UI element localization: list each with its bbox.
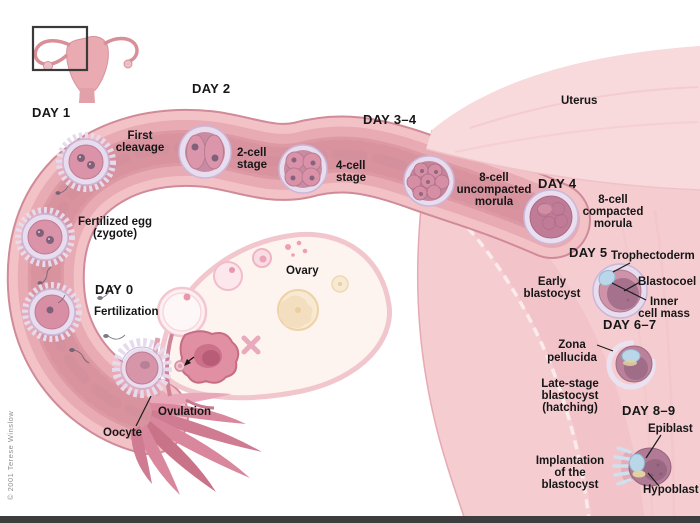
inset-right-ovary	[123, 59, 133, 69]
inset-right-tube	[103, 36, 139, 64]
endometrium-band	[472, 225, 645, 522]
label-trophectoderm: Trophectoderm	[611, 250, 695, 262]
svg-text:(zygote): (zygote)	[93, 228, 137, 240]
bottom-border-bar	[0, 516, 700, 523]
svg-text:Inner: Inner	[650, 296, 679, 308]
ruptured-follicle	[174, 330, 240, 384]
svg-text:morula: morula	[475, 196, 514, 208]
label-implantation: Implantation of the blastocyst	[536, 455, 604, 491]
ovulation-arrow-icon	[184, 356, 195, 366]
hatching-blastocyst-embryo	[606, 340, 656, 390]
copyright-text: © 2001 Terese Winslow	[6, 411, 15, 500]
svg-text:cell mass: cell mass	[638, 308, 690, 320]
svg-text:stage: stage	[237, 159, 267, 171]
trophectoderm-leader-line	[612, 262, 631, 273]
leader-lines	[135, 262, 662, 487]
label-8-cell-uncompacted-morula: 8-cell uncompacted morula	[457, 172, 532, 208]
svg-text:8-cell: 8-cell	[479, 172, 508, 184]
svg-text:blastocyst: blastocyst	[542, 390, 599, 402]
svg-text:Fertilized egg: Fertilized egg	[78, 216, 152, 228]
fertilized-egg	[15, 207, 75, 267]
inset-left-tube	[33, 39, 71, 67]
zygote-day1	[56, 132, 116, 192]
label-epiblast: Epiblast	[648, 423, 693, 435]
oocyte-leader-line	[135, 395, 152, 427]
svg-text:blastocyst: blastocyst	[542, 479, 599, 491]
label-ovulation: Ovulation	[158, 406, 211, 418]
label-ovary: Ovary	[286, 265, 319, 277]
inner-cell-mass-leader-line	[611, 282, 647, 301]
svg-text:pellucida: pellucida	[547, 352, 597, 364]
label-uterus: Uterus	[561, 95, 597, 107]
sperm-cells	[37, 185, 126, 364]
svg-text:of the: of the	[554, 467, 585, 479]
label-fertilization: Fertilization	[94, 306, 159, 318]
label-oocyte: Oocyte	[103, 427, 142, 439]
svg-text:uncompacted: uncompacted	[457, 184, 532, 196]
svg-text:Implantation: Implantation	[536, 455, 604, 467]
label-day-4: DAY 4	[538, 176, 577, 191]
label-day-8-9: DAY 8–9	[622, 403, 675, 418]
label-4-cell-stage: 4-cell stage	[336, 160, 366, 184]
label-day-5: DAY 5	[569, 245, 607, 260]
uterus-fundus	[425, 46, 700, 191]
svg-text:stage: stage	[336, 172, 366, 184]
svg-text:blastocyst: blastocyst	[524, 288, 581, 300]
label-8-cell-compacted-morula: 8-cell compacted morula	[583, 194, 644, 230]
epiblast-leader-line	[645, 434, 662, 459]
label-early-blastocyst: Early blastocyst	[524, 276, 581, 300]
svg-text:morula: morula	[594, 218, 633, 230]
inset-highlight-box	[31, 25, 89, 72]
svg-text:First: First	[128, 130, 153, 142]
endometrium-boundary-line	[466, 226, 591, 523]
two-cell-embryo	[178, 125, 232, 179]
label-blastocoel: Blastocoel	[638, 276, 696, 288]
zona-pellucida-leader-line	[596, 344, 614, 352]
svg-text:Early: Early	[538, 276, 567, 288]
hypoblast-leader-line	[647, 472, 660, 487]
uterus-overview-inset	[31, 25, 139, 103]
implanting-blastocyst-embryo	[612, 446, 672, 487]
label-zona-pellucida: Zona pellucida	[547, 339, 597, 364]
early-blastocyst-embryo	[592, 263, 648, 319]
svg-text:compacted: compacted	[583, 206, 644, 218]
label-hypoblast: Hypoblast	[643, 484, 699, 496]
label-day-6-7: DAY 6–7	[603, 317, 656, 332]
label-fertilized-egg: Fertilized egg (zygote)	[78, 216, 152, 240]
fertilization-egg	[22, 282, 82, 342]
eight-cell-uncompacted-morula	[403, 155, 455, 207]
oocyte-cell	[112, 338, 172, 398]
eight-cell-compacted-morula	[523, 189, 579, 245]
four-cell-embryo	[278, 144, 328, 194]
label-day-0: DAY 0	[95, 282, 133, 297]
label-day-1: DAY 1	[32, 105, 70, 120]
svg-text:(hatching): (hatching)	[542, 402, 598, 414]
label-first-cleavage: First cleavage	[116, 130, 165, 154]
svg-text:2-cell: 2-cell	[237, 147, 266, 159]
svg-text:Zona: Zona	[558, 339, 586, 351]
inset-vagina	[79, 88, 95, 103]
svg-text:cleavage: cleavage	[116, 142, 165, 154]
label-2-cell-stage: 2-cell stage	[237, 147, 267, 171]
fimbriae	[131, 333, 262, 495]
svg-text:8-cell: 8-cell	[598, 194, 627, 206]
ovary-follicles	[156, 240, 349, 355]
svg-text:Late-stage: Late-stage	[541, 378, 599, 390]
label-late-stage-blastocyst: Late-stage blastocyst (hatching)	[541, 378, 599, 414]
label-inner-cell-mass: Inner cell mass	[638, 296, 690, 320]
label-day-2: DAY 2	[192, 81, 230, 96]
label-day-3-4: DAY 3–4	[363, 112, 417, 127]
svg-text:4-cell: 4-cell	[336, 160, 365, 172]
blastocoel-leader-line	[623, 281, 641, 292]
